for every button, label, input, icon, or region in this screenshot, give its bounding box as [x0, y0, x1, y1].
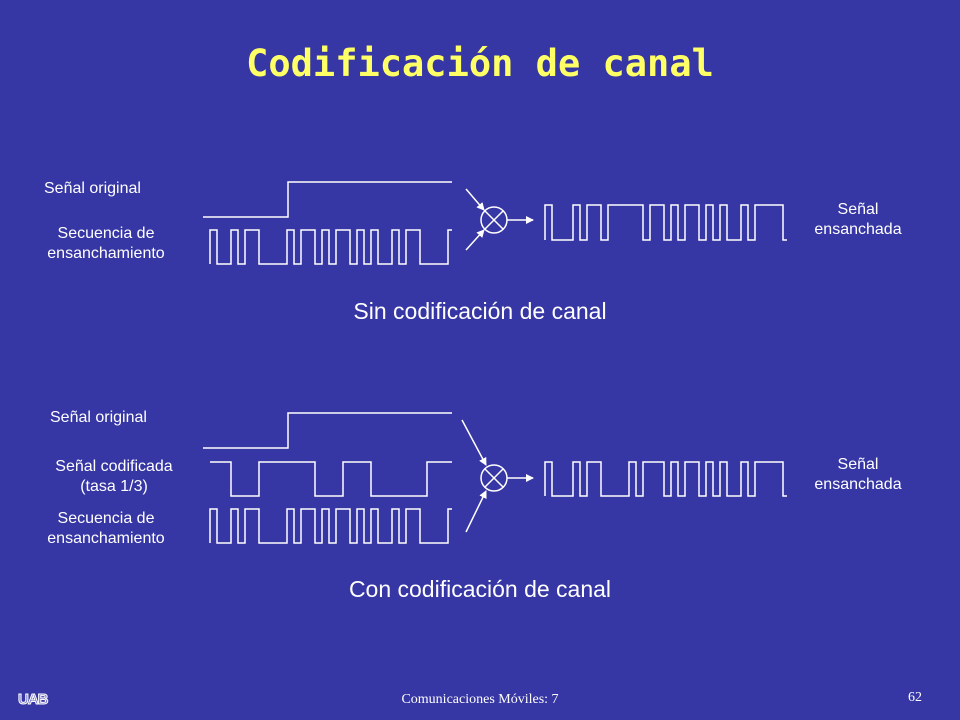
label-output-line2: ensanchada [814, 221, 902, 238]
label-spread-signal-1: Señal ensanchada [798, 200, 918, 240]
label-coded-line2: (tasa 1/3) [80, 478, 148, 495]
caption-with-coding: Con codificación de canal [348, 576, 612, 602]
slide-title: Codificación de canal [246, 42, 714, 85]
label-output-line2: ensanchada [814, 476, 902, 493]
multiplier-icon-2 [480, 464, 508, 492]
spreading-sequence-waveform-1 [209, 229, 452, 265]
input-arrow-top-2 [461, 419, 487, 466]
label-spreading-sequence-2: Secuencia de ensanchamiento [32, 509, 180, 549]
caption-without-coding: Sin codificación de canal [353, 298, 607, 324]
page-number: 62 [908, 690, 922, 705]
label-original-signal-2: Señal original [50, 409, 147, 426]
original-signal-waveform-2 [203, 412, 452, 449]
spreading-sequence-waveform-2 [209, 508, 452, 544]
label-spreading-line1: Secuencia de [57, 510, 155, 527]
label-spreading-sequence-1: Secuencia de ensanchamiento [32, 224, 180, 264]
label-spreading-line1: Secuencia de [57, 225, 155, 242]
label-spreading-line2: ensanchamiento [47, 245, 165, 262]
label-spreading-line2: ensanchamiento [47, 530, 165, 547]
uab-logo: UAB [18, 691, 49, 708]
label-output-line1: Señal [837, 201, 879, 218]
spread-signal-waveform-2 [544, 461, 787, 497]
multiplier-icon-1 [480, 206, 508, 234]
input-arrow-top-1 [465, 188, 485, 211]
footer-text: Comunicaciones Móviles: 7 [401, 692, 559, 707]
label-spread-signal-2: Señal ensanchada [798, 455, 918, 495]
label-coded-signal: Señal codificada (tasa 1/3) [28, 457, 200, 497]
label-coded-line1: Señal codificada [55, 458, 173, 475]
input-arrow-bottom-2 [465, 490, 487, 533]
input-arrow-bottom-1 [465, 229, 485, 251]
label-original-signal-1: Señal original [44, 180, 141, 197]
label-output-line1: Señal [837, 456, 879, 473]
coded-signal-waveform [210, 461, 452, 497]
spread-signal-waveform-1 [544, 204, 787, 241]
original-signal-waveform-1 [203, 181, 452, 218]
